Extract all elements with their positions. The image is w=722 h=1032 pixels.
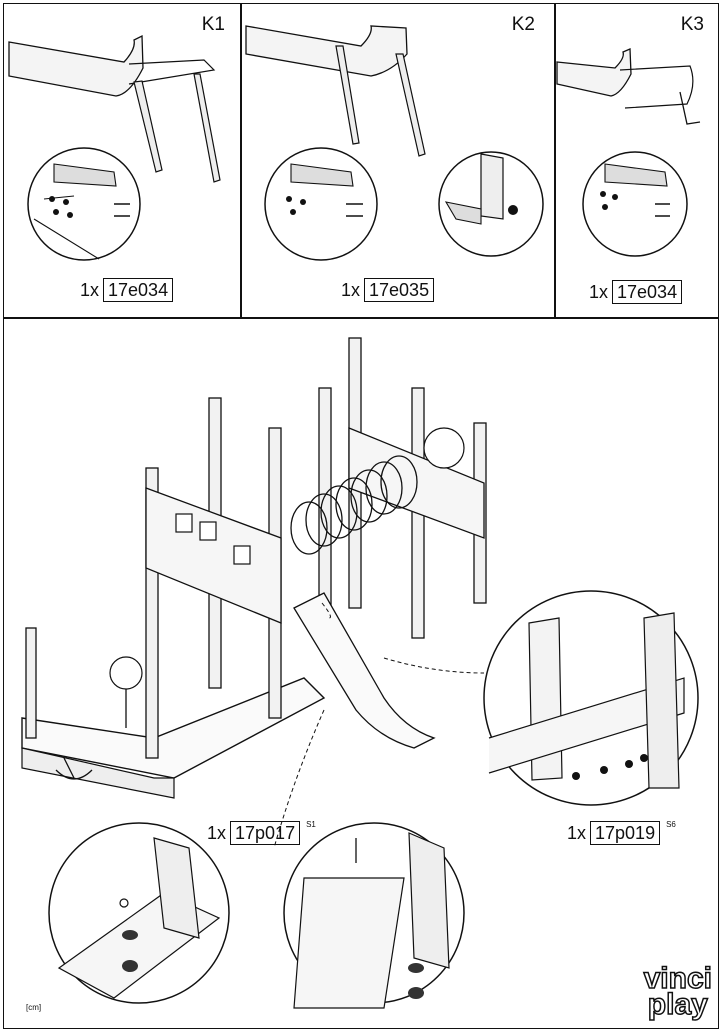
qty-label: 1x [567, 822, 587, 843]
panel-label: K3 [680, 14, 704, 35]
panel-k2: K2 1x 17e035 [240, 3, 556, 319]
part-code: 17e035 [364, 278, 435, 302]
qty-label: 1x [341, 279, 361, 300]
playground-illustration [21, 337, 699, 1009]
k1-illustration [8, 34, 221, 261]
part-superscript: S1 [306, 819, 316, 829]
k2-illustration [245, 25, 544, 261]
qty-label: 1x [207, 822, 227, 843]
panel-label: K1 [201, 14, 225, 35]
part-quantity: 1x 17p019 S6 [567, 819, 676, 845]
part-code: 17e034 [103, 278, 174, 302]
qty-label: 1x [589, 281, 609, 302]
part-code: 17p017 [230, 821, 301, 845]
part-code: 17e034 [612, 280, 683, 304]
part-quantity: 1x 17p017 S1 [207, 819, 316, 845]
unit-label: [cm] [26, 1003, 42, 1012]
part-code: 17p019 [590, 821, 661, 845]
panel-label: K2 [511, 14, 535, 35]
panel-k3: K3 1x 17e034 [554, 3, 719, 319]
part-quantity: 1x 17e035 [341, 278, 435, 302]
brand-logo: vinci play [643, 962, 713, 1021]
part-quantity: 1x 17e034 [80, 278, 174, 302]
panel-k1: K1 1x 17e034 [3, 3, 242, 319]
k3-illustration [556, 48, 701, 257]
part-quantity: 1x 17e034 [589, 280, 683, 304]
part-superscript: S6 [666, 819, 676, 829]
panel-main: 1x 17p017 S1 1x 17p019 S6 [3, 317, 719, 1029]
brand-line-1: vinci [643, 962, 713, 995]
qty-label: 1x [80, 279, 100, 300]
brand-line-2: play [647, 988, 709, 1021]
